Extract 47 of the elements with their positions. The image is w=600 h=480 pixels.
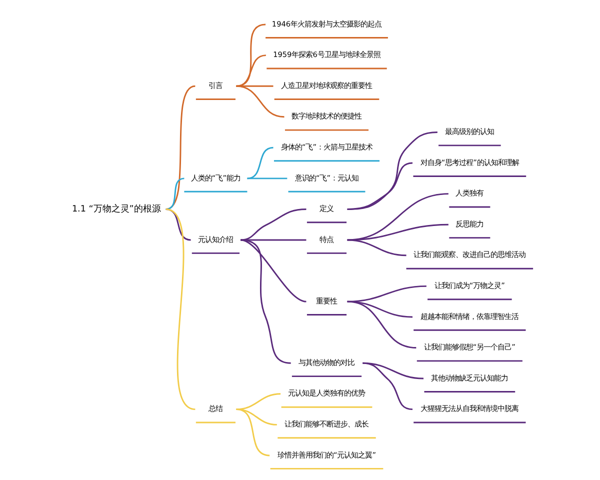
connector (347, 132, 438, 210)
connector (347, 239, 406, 256)
connector (236, 54, 266, 87)
node-text: 人类独有 (456, 188, 484, 198)
node-text: 定义 (320, 204, 334, 214)
node-text: 元认知是人类独有的优势 (288, 388, 366, 398)
connector (236, 85, 284, 118)
node-text: 特点 (320, 234, 334, 244)
node-text: 让我们能够假想“另一个自己” (424, 342, 516, 352)
node-text: 引言 (208, 80, 223, 90)
connector (347, 300, 416, 348)
connector (362, 362, 413, 410)
node-text: 大猩猩无法从自我和情境中脱离 (420, 404, 519, 414)
node-text: 意识的“飞”：元认知 (294, 173, 359, 182)
connector (236, 408, 277, 426)
node-text: 超越本能和情绪，依靠理智生活 (420, 312, 519, 321)
node-text: 对自身“思考过程”的认知和理解 (420, 158, 519, 167)
connector (240, 239, 291, 364)
node-text: 数字地球技术的便捷性 (292, 112, 362, 121)
node-text: 最高级别的认知 (445, 127, 494, 136)
connector (247, 178, 288, 180)
connector (347, 162, 413, 210)
node-text: 1.1 “万物之灵”的根源 (72, 204, 161, 214)
connector (166, 178, 184, 210)
connector (236, 408, 270, 456)
connector (166, 208, 196, 410)
connector (347, 285, 426, 302)
node-text: 反思能力 (456, 219, 484, 228)
node-text: 总结 (208, 404, 223, 414)
node-text: 其他动物缺乏元认知能力 (431, 373, 508, 382)
connector (347, 224, 448, 241)
node-text: 1946年火箭发射与太空摄影的起点 (272, 19, 382, 28)
node-text: 让我们成为“万物之灵” (434, 281, 505, 290)
connector (347, 193, 448, 241)
node-text: 与其他动物的对比 (298, 358, 355, 367)
node-text: 重要性 (316, 296, 338, 306)
node-text: 1959年探索6号卫星与地球全景照 (273, 50, 380, 60)
node-text: 元认知介绍 (198, 234, 234, 244)
node-text: 让我们能够不断进步、成长 (284, 420, 369, 429)
node-text: 让我们能观察、改进自己的思维活动 (414, 250, 526, 260)
connector (236, 24, 266, 87)
node-text: 人类的“飞”能力 (190, 173, 241, 182)
connector (166, 85, 196, 210)
node-text: 珍惜并善用我们的“元认知之翼” (277, 450, 376, 460)
node-text: 人造卫星对地球观察的重要性 (281, 80, 372, 90)
connector (240, 208, 306, 241)
node-text: 身体的“飞”：火箭与卫星技术 (280, 142, 373, 152)
